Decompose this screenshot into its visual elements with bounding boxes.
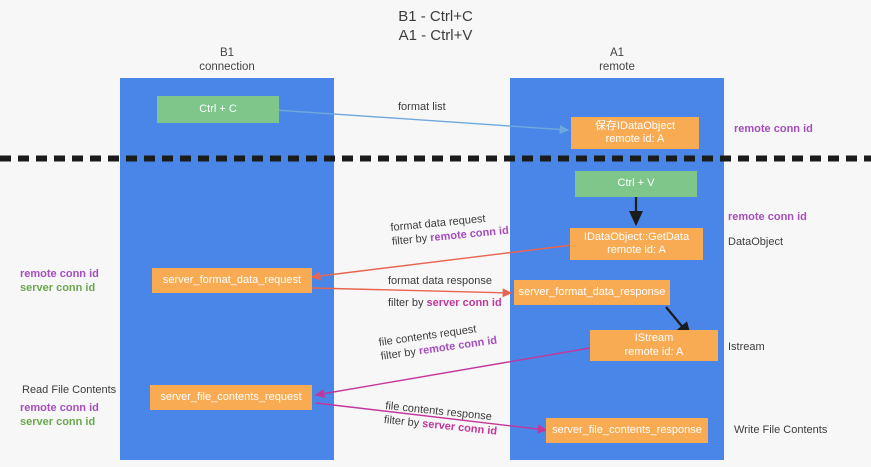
filter-key-server-conn-id: server conn id — [426, 296, 502, 309]
node-server-format-data-request[interactable]: server_format_data_request — [152, 268, 312, 293]
lane-title-a1-name: A1 — [609, 47, 625, 59]
edge-label-format-list: format list — [398, 101, 446, 113]
edge-label-format-data-response-line1: format data response — [388, 275, 492, 287]
node-save-idataobject-line1: 保存IDataObject — [594, 119, 676, 132]
node-server-format-data-response[interactable]: server_format_data_response — [514, 280, 670, 305]
node-server-file-contents-request[interactable]: server_file_contents_request — [150, 385, 312, 410]
lane-title-a1-subtitle: remote — [599, 61, 635, 73]
node-ctrl-c[interactable]: Ctrl + C — [157, 96, 279, 123]
filter-prefix: filter by — [388, 296, 427, 309]
annotation-istream: Istream — [728, 341, 765, 353]
page-title-line2: A1 - Ctrl+V — [398, 27, 473, 44]
node-ctrl-v[interactable]: Ctrl + V — [575, 171, 697, 197]
node-server-file-contents-request-label: server_file_contents_request — [160, 390, 302, 403]
node-save-idataobject-line2: remote id: A — [605, 133, 665, 145]
node-idataobject-getdata[interactable]: IDataObject::GetData remote id: A — [570, 228, 703, 260]
edge-label-file-contents-response: file contents response filter by server … — [383, 400, 499, 439]
annotation-left-remote-conn-id-bottom: remote conn id — [20, 402, 99, 414]
edge-label-format-data-response: format data response filter by server co… — [388, 275, 502, 310]
annotation-left-server-conn-id-mid: server conn id — [20, 282, 96, 294]
page-title-line1: B1 - Ctrl+C — [398, 8, 473, 25]
node-server-format-data-request-label: server_format_data_request — [162, 273, 302, 286]
annotation-read-file-contents: Read File Contents — [22, 384, 117, 396]
edge-label-format-data-response-line2: filter by server conn id — [388, 297, 502, 311]
phase-divider — [0, 155, 871, 162]
node-getdata-line2: remote id: A — [607, 244, 666, 256]
lane-title-b1-name: B1 — [219, 47, 235, 59]
lane-title-b1: B1 connection — [120, 46, 334, 74]
node-istream[interactable]: IStream remote id: A — [590, 330, 718, 361]
annotation-left-remote-conn-id-mid: remote conn id — [20, 268, 99, 280]
node-istream-line1: IStream — [634, 332, 674, 344]
annotation-left-server-conn-id-bottom: server conn id — [20, 416, 96, 428]
node-server-format-data-response-label: server_format_data_response — [518, 285, 666, 298]
filter-prefix: filter by — [391, 231, 431, 248]
node-getdata-line1: IDataObject::GetData — [583, 230, 690, 243]
node-save-idataobject[interactable]: 保存IDataObject remote id: A — [571, 117, 699, 149]
lane-title-a1: A1 remote — [510, 46, 724, 74]
node-ctrl-c-label: Ctrl + C — [199, 102, 237, 115]
annotation-write-file-contents: Write File Contents — [734, 424, 828, 436]
annotation-remote-conn-id-mid: remote conn id — [728, 211, 807, 223]
edge-label-file-contents-request: file contents request filter by remote c… — [378, 321, 498, 364]
annotation-dataobject: DataObject — [728, 236, 784, 248]
edge-label-format-data-request: format data request filter by remote con… — [390, 211, 509, 249]
node-ctrl-v-label: Ctrl + V — [617, 177, 655, 190]
annotation-remote-conn-id-top: remote conn id — [734, 123, 813, 135]
page-title: B1 - Ctrl+C A1 - Ctrl+V — [0, 7, 871, 45]
node-server-file-contents-response-label: server_file_contents_response — [552, 423, 702, 436]
node-istream-line2: remote id: A — [624, 345, 684, 358]
lane-title-b1-subtitle: connection — [199, 61, 255, 73]
node-server-file-contents-response[interactable]: server_file_contents_response — [546, 418, 708, 443]
